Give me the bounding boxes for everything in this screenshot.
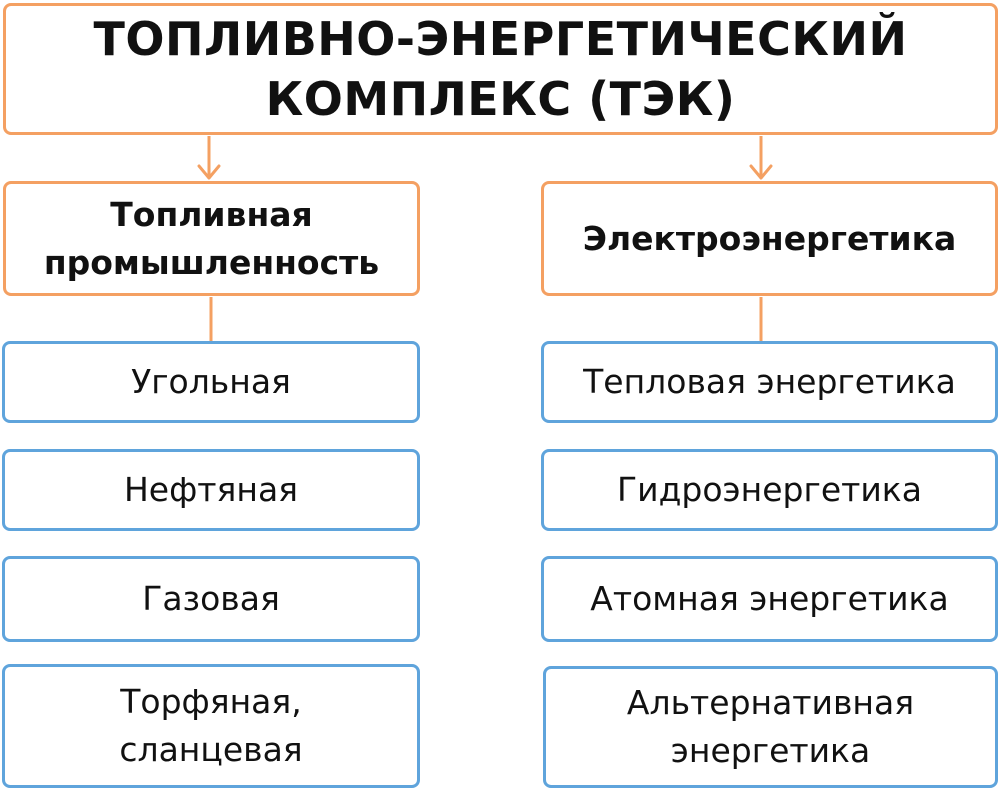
item-hydropower: Гидроэнергетика [541,449,998,531]
category-label: Электроэнергетика [582,218,957,258]
arrow-to-fuel-head [197,164,221,180]
item-oil: Нефтяная [2,449,420,531]
category-fuel-industry: Топливная промышленность [3,181,420,296]
item-nuclear-power: Атомная энергетика [541,556,998,642]
item-alternative-power: Альтернативная энергетика [543,666,998,788]
category-electric-power: Электроэнергетика [541,181,998,296]
category-label: Топливная промышленность [43,194,380,282]
item-coal: Угольная [2,341,420,423]
diagram-title: ТОПЛИВНО-ЭНЕРГЕТИЧЕСКИЙ КОМПЛЕКС (ТЭК) [93,12,908,126]
item-label: Нефтяная [123,470,299,509]
arrow-to-elec-head [749,164,773,180]
item-thermal-power: Тепловая энергетика [541,341,998,423]
item-label: Гидроэнергетика [617,470,922,509]
item-label: Угольная [131,362,291,401]
diagram-title-box: ТОПЛИВНО-ЭНЕРГЕТИЧЕСКИЙ КОМПЛЕКС (ТЭК) [3,3,998,135]
item-label: Торфяная, сланцевая [119,682,303,769]
item-label: Газовая [142,579,280,618]
item-gas: Газовая [2,556,420,642]
item-label: Альтернативная энергетика [626,683,915,770]
item-peat-shale: Торфяная, сланцевая [2,664,420,788]
item-label: Атомная энергетика [590,579,949,618]
item-label: Тепловая энергетика [583,362,956,401]
